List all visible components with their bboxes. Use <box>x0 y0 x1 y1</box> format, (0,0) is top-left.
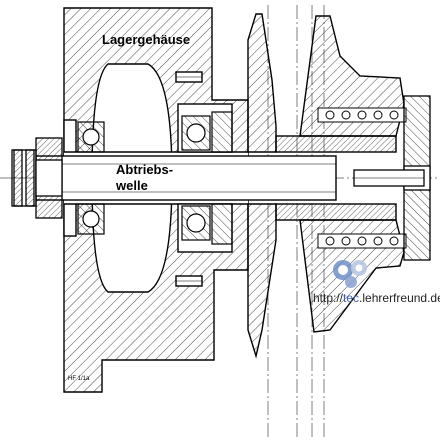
gear-logo-icon <box>333 260 367 288</box>
bearing-housing-label: Lagergehäuse <box>102 32 190 47</box>
watermark-text: http://tec.lehrerfreund.de <box>313 291 440 305</box>
output-shaft-label-line2: welle <box>115 178 148 193</box>
output-shaft-label-line1: Abtriebs- <box>116 162 173 177</box>
end-cap <box>353 95 431 261</box>
watermark: http://tec.lehrerfreund.de <box>313 260 440 305</box>
output-shaft <box>35 155 337 201</box>
figure-number: HF 1/1a <box>68 376 90 382</box>
bearings <box>77 111 233 245</box>
watermark-brand: tec <box>343 291 359 305</box>
compression-spring <box>317 107 407 249</box>
watermark-prefix: http:// <box>313 291 344 305</box>
watermark-suffix: .lehrerfreund.de <box>359 291 440 305</box>
shaft-nut <box>11 137 63 219</box>
